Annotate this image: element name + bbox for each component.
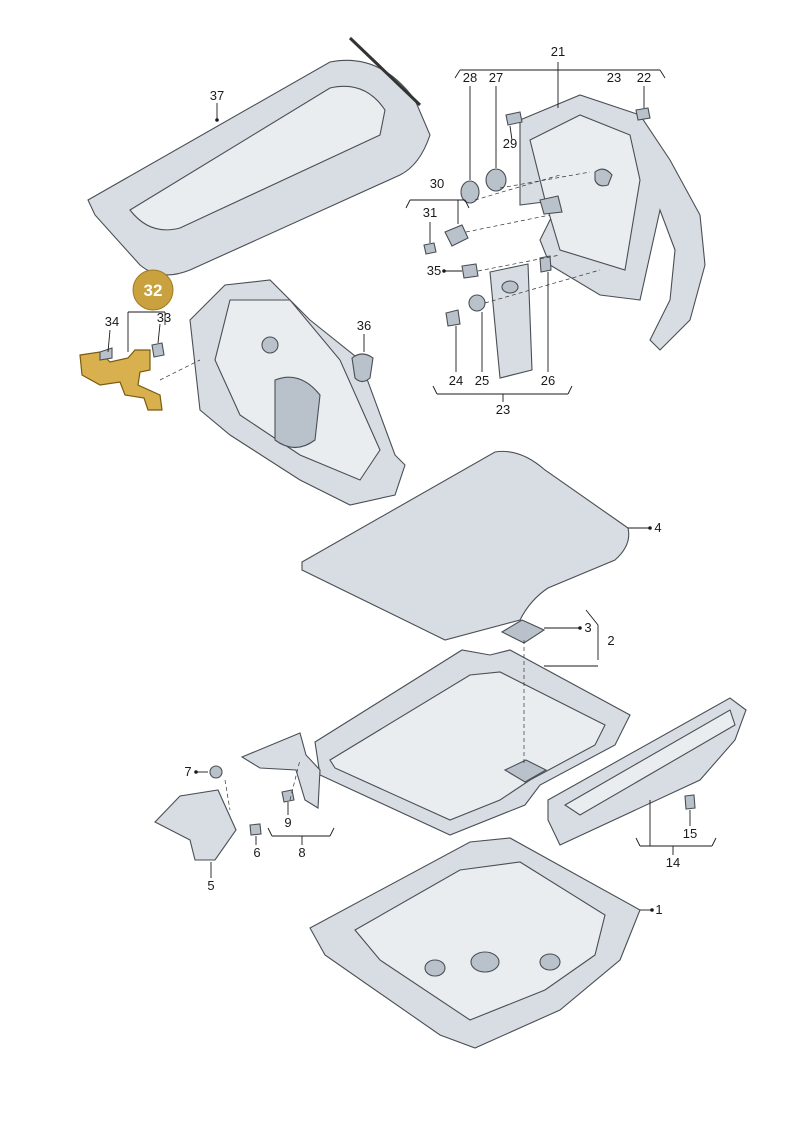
callout-labels: 37 34 33 36 21 28 27 23 22 29 30 31 35 2… bbox=[105, 44, 697, 917]
callout-26: 26 bbox=[541, 373, 555, 388]
callout-27: 27 bbox=[489, 70, 503, 85]
callout-25: 25 bbox=[475, 373, 489, 388]
clip-26-part[interactable] bbox=[539, 255, 552, 273]
clip-22-part[interactable] bbox=[635, 107, 651, 121]
callout-23-bottom: 23 bbox=[496, 402, 510, 417]
screw-31-part[interactable] bbox=[423, 242, 437, 255]
callout-2: 2 bbox=[607, 633, 614, 648]
callout-21: 21 bbox=[551, 44, 565, 59]
callout-9: 9 bbox=[284, 815, 291, 830]
callout-29: 29 bbox=[503, 136, 517, 151]
callout-24: 24 bbox=[449, 373, 463, 388]
clip-35-part[interactable] bbox=[461, 263, 479, 279]
callout-30: 30 bbox=[430, 176, 444, 191]
highlighted-bracket-part[interactable] bbox=[79, 349, 163, 411]
cover-3-part[interactable] bbox=[500, 619, 546, 644]
callout-4: 4 bbox=[654, 520, 661, 535]
callout-34: 34 bbox=[105, 314, 119, 329]
clip-24-part[interactable] bbox=[445, 309, 461, 327]
callout-36: 36 bbox=[357, 318, 371, 333]
screw-29-part[interactable] bbox=[505, 111, 523, 126]
plug-36-part[interactable] bbox=[351, 353, 374, 383]
sill-trim-part[interactable] bbox=[547, 697, 747, 846]
callout-15: 15 bbox=[683, 826, 697, 841]
highlight-badge-label: 32 bbox=[144, 281, 163, 300]
callout-7: 7 bbox=[184, 764, 191, 779]
callout-28: 28 bbox=[463, 70, 477, 85]
clip-33-part[interactable] bbox=[151, 342, 165, 358]
callout-14: 14 bbox=[666, 855, 680, 870]
floor-panel-part[interactable] bbox=[314, 649, 631, 836]
clip-9-part[interactable] bbox=[281, 789, 295, 803]
clip-15-part[interactable] bbox=[684, 794, 696, 810]
screw-6-part[interactable] bbox=[249, 823, 262, 836]
bracket-30-part[interactable] bbox=[444, 224, 469, 247]
callout-22: 22 bbox=[637, 70, 651, 85]
callout-6: 6 bbox=[253, 845, 260, 860]
callout-35: 35 bbox=[427, 263, 441, 278]
parcel-shelf-part[interactable] bbox=[87, 36, 431, 276]
callout-3: 3 bbox=[584, 620, 591, 635]
floor-mat-part[interactable] bbox=[301, 450, 630, 641]
bracket-8-part[interactable] bbox=[240, 732, 321, 809]
callout-33: 33 bbox=[157, 310, 171, 325]
screw-34-part[interactable] bbox=[99, 347, 113, 361]
callout-8: 8 bbox=[298, 845, 305, 860]
left-side-trim-part[interactable] bbox=[189, 279, 406, 506]
highlight-badge[interactable]: 32 bbox=[132, 269, 174, 311]
leader-lines bbox=[107, 62, 717, 911]
callout-5: 5 bbox=[207, 878, 214, 893]
spare-wheel-well-part[interactable] bbox=[309, 837, 641, 1049]
right-side-trim-part[interactable] bbox=[519, 94, 706, 351]
grommet-28-part[interactable] bbox=[460, 180, 480, 204]
callout-23-top: 23 bbox=[607, 70, 621, 85]
grommet-25-part[interactable] bbox=[468, 294, 486, 312]
callout-31: 31 bbox=[423, 205, 437, 220]
nut-7-part[interactable] bbox=[209, 765, 223, 779]
bracket-5-part[interactable] bbox=[154, 789, 237, 861]
callout-1: 1 bbox=[655, 902, 662, 917]
callout-37: 37 bbox=[210, 88, 224, 103]
grommet-27-part[interactable] bbox=[485, 168, 507, 192]
leader-dots bbox=[194, 118, 654, 912]
cover-panel-part[interactable] bbox=[489, 263, 533, 379]
